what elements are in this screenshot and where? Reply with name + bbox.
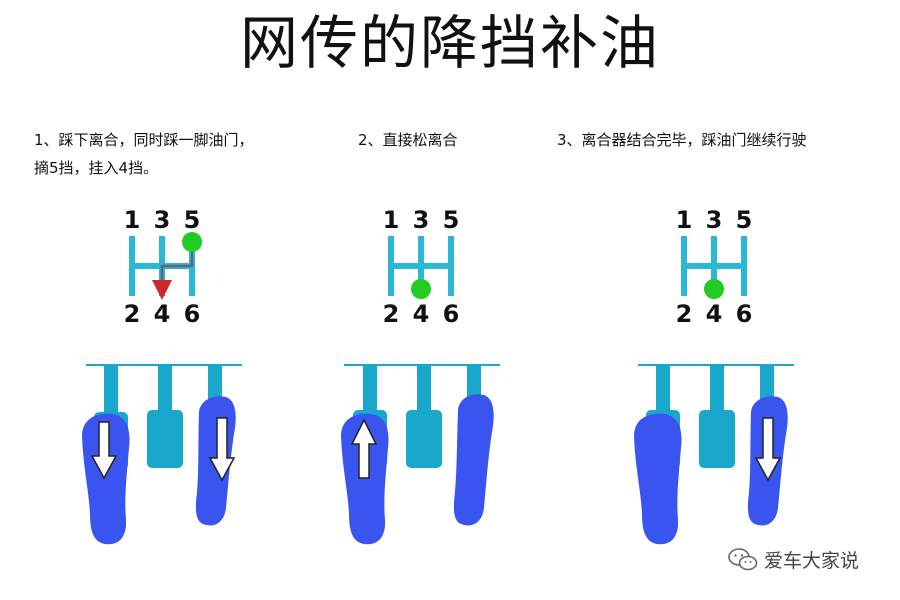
step-3-line-1: 3、离合器结合完毕，踩油门继续行驶 [557,131,807,149]
gear-label-1: 1 [383,206,400,234]
pedal-mount-line [344,364,500,366]
gear-label-4: 4 [154,300,171,328]
clutch-pedal-arm [104,366,118,414]
down-arrow-icon [754,417,782,482]
watermark: 爱车大家说 [728,546,859,573]
page-title: 网传的降挡补油 [239,9,660,77]
shift-diagram-3: 1 3 5 2 4 6 [676,206,753,328]
wechat-logo-icon [728,547,758,570]
clutch-pedal-arm [656,366,670,414]
gear-label-3: 3 [706,206,723,234]
shift-diagram-2: 1 3 5 2 4 6 [383,206,460,328]
gear-label-3: 3 [154,206,171,234]
pedal-mount-line [638,364,794,366]
right-foot [453,394,494,526]
up-arrow-icon [350,418,378,479]
gear-label-2: 2 [124,300,141,328]
gear-label-1: 1 [124,206,141,234]
gear-knob-4 [411,279,431,299]
down-arrow-icon [208,417,236,482]
shift-gate-3 [681,236,747,296]
gear-label-3: 3 [413,206,430,234]
gear-label-2: 2 [383,300,400,328]
shift-diagram-1: 1 3 5 2 4 6 [124,206,202,328]
gear-label-1: 1 [676,206,693,234]
left-foot [82,413,130,545]
brake-pedal [406,410,442,468]
gear-label-5: 5 [443,206,460,234]
brake-pedal-arm [710,366,724,414]
gear-label-6: 6 [443,300,460,328]
left-foot [634,413,682,545]
brake-pedal [699,410,735,468]
pedal-set-1 [82,364,242,545]
gear-label-4: 4 [413,300,430,328]
shift-path-line [152,242,194,300]
gear-label-6: 6 [184,300,201,328]
watermark-text: 爱车大家说 [764,550,860,572]
shift-gate-2 [388,236,454,296]
pedal-mount-line [86,364,242,366]
gear-knob-5 [182,232,202,252]
pedal-set-3 [634,364,794,545]
down-arrow-icon [90,421,118,480]
step-1-caption: 1、踩下离合，同时踩一脚油门， 摘5挡，挂入4挡。 [34,126,254,182]
gear-knob-4 [704,279,724,299]
gear-label-2: 2 [676,300,693,328]
step-2-caption: 2、直接松离合 [358,126,458,154]
gear-label-5: 5 [184,206,201,234]
step-1-line-1: 1、踩下离合，同时踩一脚油门， [34,131,254,149]
brake-pedal [147,410,183,468]
step-1-line-2: 摘5挡，挂入4挡。 [34,159,159,177]
step-2-line-1: 2、直接松离合 [358,131,458,149]
gear-label-6: 6 [736,300,753,328]
gear-label-4: 4 [706,300,723,328]
clutch-pedal-arm [363,366,377,414]
pedal-set-2 [341,364,500,545]
brake-pedal-arm [417,366,431,414]
step-3-caption: 3、离合器结合完毕，踩油门继续行驶 [557,126,807,154]
brake-pedal-arm [158,366,172,414]
gear-label-5: 5 [736,206,753,234]
left-foot [341,413,389,545]
